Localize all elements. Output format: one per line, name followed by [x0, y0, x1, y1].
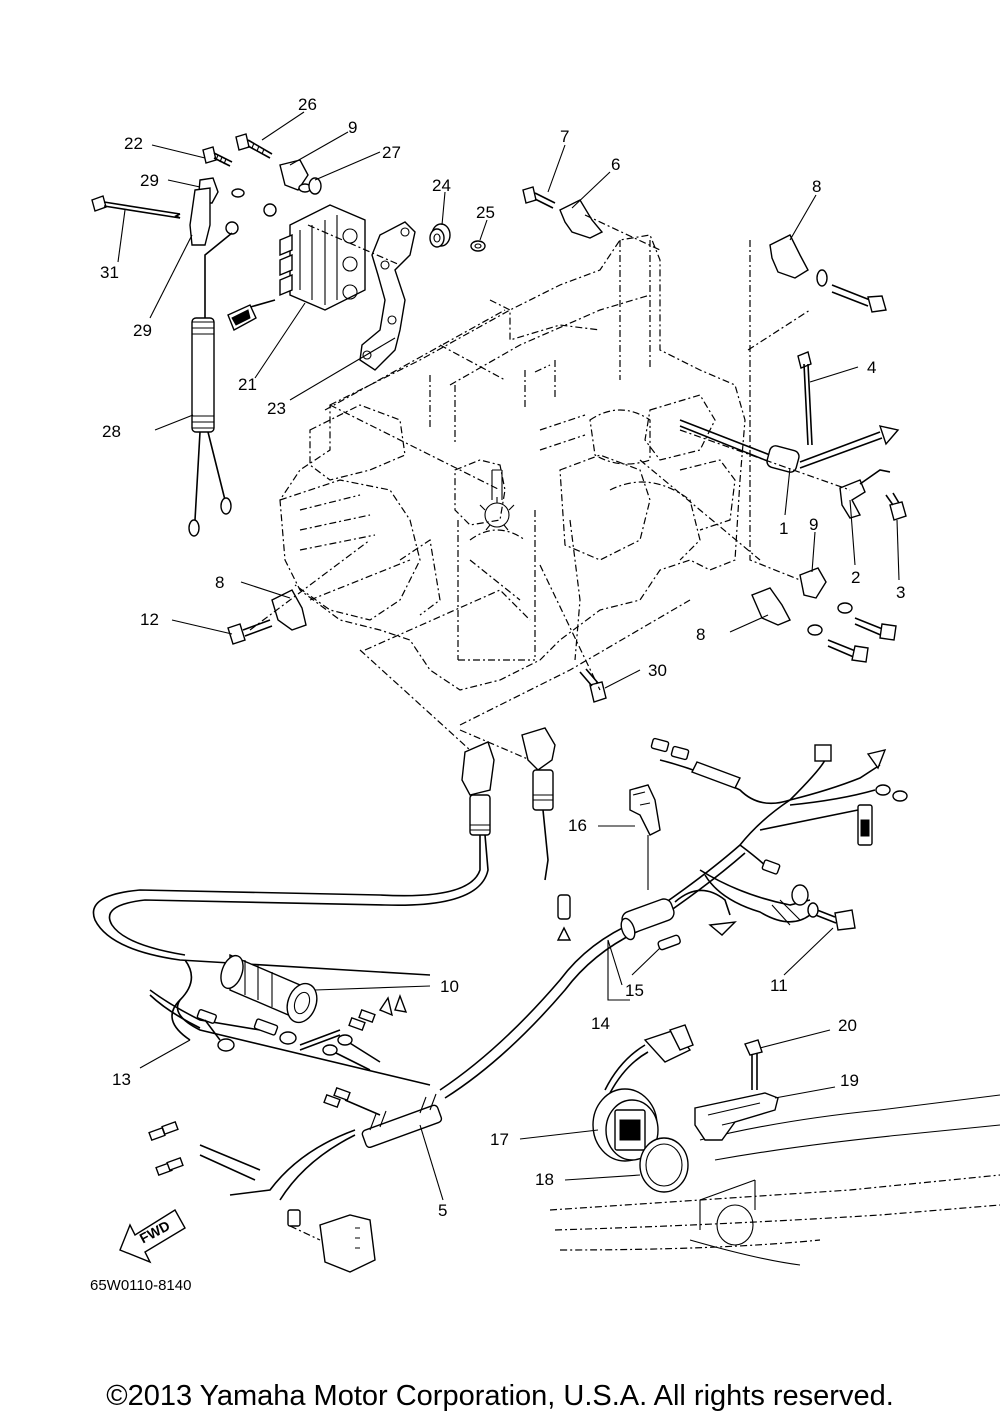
collar [470, 240, 486, 252]
washer [263, 203, 277, 217]
bracket [359, 221, 416, 371]
guide-lines [249, 214, 851, 761]
callout-9-right: 9 [809, 515, 818, 534]
callout-10: 10 [440, 977, 459, 996]
diagram-code: 65W0110-8140 [90, 1277, 191, 1294]
battery-lead [149, 989, 297, 1052]
bolt [227, 619, 273, 645]
callout-16: 16 [568, 816, 587, 835]
washer [231, 188, 245, 198]
callout-22: 22 [124, 134, 143, 153]
bolt [235, 133, 273, 159]
screw [744, 1039, 763, 1090]
grommet [429, 223, 451, 248]
bolt [579, 668, 607, 703]
callout-8-left: 8 [215, 573, 224, 592]
callout-6: 6 [611, 155, 620, 174]
washer [816, 269, 828, 287]
callout-26: 26 [298, 95, 317, 114]
callout-17: 17 [490, 1130, 509, 1149]
clamp [769, 234, 809, 279]
callout-29-lower: 29 [133, 321, 152, 340]
leader-lines [117, 111, 900, 1201]
washer [225, 221, 239, 235]
clamp [271, 589, 307, 631]
callout-labels: 26 9 27 22 29 24 25 7 6 8 4 1 2 3 9 8 8 … [100, 95, 905, 1220]
callout-25: 25 [476, 203, 495, 222]
washer [807, 624, 823, 636]
stay [694, 1092, 779, 1141]
callout-3: 3 [896, 583, 905, 602]
callout-1: 1 [779, 519, 788, 538]
cable-tie [91, 195, 181, 219]
switch [592, 1024, 694, 1162]
fwd-arrow: FWD [119, 1209, 186, 1264]
callout-5: 5 [438, 1201, 447, 1220]
callout-21: 21 [238, 375, 257, 394]
callout-18: 18 [535, 1170, 554, 1189]
callout-12: 12 [140, 610, 159, 629]
clip [839, 469, 891, 519]
callout-27: 27 [382, 143, 401, 162]
callout-13: 13 [112, 1070, 131, 1089]
callout-7: 7 [560, 127, 569, 146]
copyright-notice: ©2013 Yamaha Motor Corporation, U.S.A. A… [106, 1380, 894, 1412]
bolt [854, 617, 897, 641]
callout-11: 11 [770, 976, 788, 995]
bolt [522, 186, 556, 209]
bolt [202, 146, 233, 167]
callout-8-right: 8 [696, 625, 705, 644]
callout-30: 30 [648, 661, 667, 680]
bolt [807, 902, 856, 931]
seal [639, 1137, 689, 1193]
callout-14: 14 [591, 1014, 610, 1033]
callout-4: 4 [867, 358, 876, 377]
callout-23: 23 [267, 399, 286, 418]
callout-2: 2 [851, 568, 860, 587]
cdi-unit [227, 204, 366, 331]
callout-19: 19 [840, 1071, 859, 1090]
cap [189, 177, 219, 246]
clamp [559, 199, 604, 239]
callout-24: 24 [432, 176, 451, 195]
callout-28: 28 [102, 422, 121, 441]
engine-block [279, 234, 746, 691]
callout-15: 15 [625, 981, 644, 1000]
wire-harness [92, 727, 908, 1273]
washer [837, 602, 853, 614]
ground-lead [188, 232, 233, 537]
grommet-tube [220, 953, 318, 1024]
hose [679, 419, 900, 473]
clamp [799, 567, 827, 599]
callout-29: 29 [140, 171, 159, 190]
callout-31: 31 [100, 263, 119, 282]
cable-tie [797, 351, 813, 446]
callout-9: 9 [348, 118, 357, 137]
callout-8: 8 [812, 177, 821, 196]
bolt [831, 284, 887, 313]
bolt [827, 639, 869, 663]
callout-20: 20 [838, 1016, 857, 1035]
bolt [885, 492, 907, 521]
washer [308, 177, 322, 195]
